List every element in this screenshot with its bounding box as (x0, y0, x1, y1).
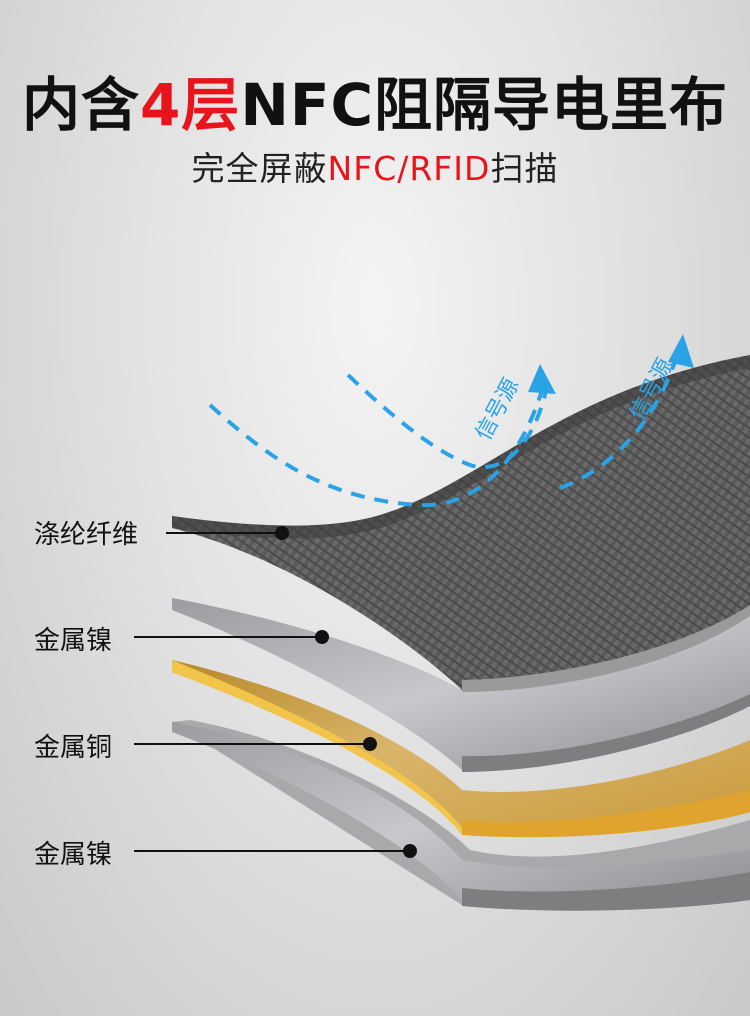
leader-dot-copper (363, 737, 377, 751)
leader-line-polyester (166, 532, 282, 534)
leader-line-nickel-1 (134, 636, 322, 638)
leader-dot-nickel-2 (403, 844, 417, 858)
headline: 内含4层NFC阻隔导电里布 (0, 58, 750, 142)
layer-label-nickel-1: 金属镍 (34, 626, 113, 656)
leader-dot-polyester (275, 526, 289, 540)
subheadline-part1: 完全屏蔽 (191, 149, 328, 188)
leader-line-copper (134, 743, 370, 745)
headline-highlight: 4层 (139, 71, 241, 139)
signal-arrow-left (208, 364, 556, 508)
subheadline-highlight: NFC/RFID (327, 149, 491, 188)
headline-part2: NFC阻隔导电里布 (240, 71, 729, 139)
layer-label-nickel-2: 金属镍 (34, 840, 113, 870)
subheadline-part2: 扫描 (490, 149, 559, 188)
layer-nickel-bottom (172, 720, 750, 911)
layer-copper (172, 660, 750, 838)
subheadline: 完全屏蔽NFC/RFID扫描 (0, 142, 750, 190)
layer-carbon-polyester (172, 355, 750, 692)
leader-line-nickel-2 (134, 850, 410, 852)
leader-dot-nickel-1 (315, 630, 329, 644)
layer-label-polyester: 涤纶纤维 (34, 520, 139, 550)
signal-arrow-right (559, 334, 694, 490)
headline-part1: 内含 (21, 71, 140, 139)
layer-label-copper: 金属铜 (34, 733, 113, 763)
